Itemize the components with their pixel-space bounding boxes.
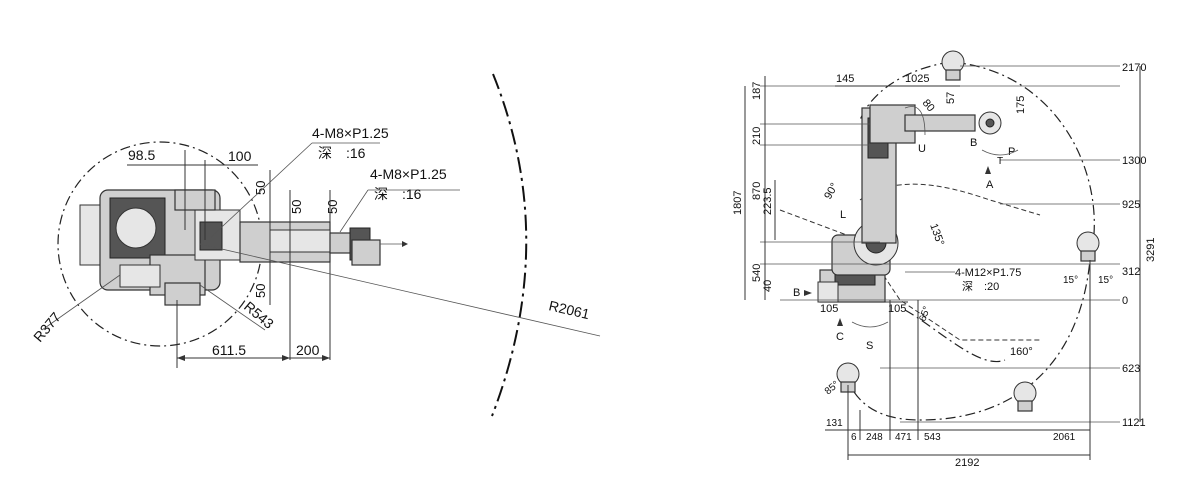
top-view: 98.5 100 50 50 50 50 4-M8×P1.25 深 :16 4-… bbox=[30, 73, 601, 417]
reach-arc-r2061 bbox=[491, 73, 528, 417]
depth-note-1: 深 :16 bbox=[318, 145, 366, 161]
depth-note-2: 深 :16 bbox=[374, 186, 422, 202]
axis-a: A bbox=[986, 179, 994, 191]
angle-135: 135° bbox=[927, 222, 946, 247]
dim-105-right: 105 bbox=[888, 303, 906, 315]
axis-t: T bbox=[997, 156, 1003, 167]
dim-40: 40 bbox=[762, 280, 774, 292]
bottom-471: 471 bbox=[895, 432, 912, 443]
side-reach-envelope bbox=[849, 61, 1095, 421]
dim-100: 100 bbox=[228, 148, 252, 164]
dim-925: 925 bbox=[1122, 199, 1140, 211]
thread-note-1: 4-M8×P1.25 bbox=[312, 125, 389, 141]
dim-611-5: 611.5 bbox=[212, 342, 246, 358]
dim-57: 57 bbox=[945, 92, 957, 104]
dim-145: 145 bbox=[836, 73, 854, 85]
angle-85: 85° bbox=[823, 379, 842, 397]
axis-s: S bbox=[866, 340, 873, 352]
radius-r377: R377 bbox=[30, 309, 64, 345]
bottom-131: 131 bbox=[826, 418, 843, 429]
dim-50-b: 50 bbox=[289, 200, 304, 214]
dim-870: 870 bbox=[751, 182, 763, 200]
bottom-2061: 2061 bbox=[1053, 432, 1076, 443]
dim-223-5: 223.5 bbox=[762, 187, 774, 215]
dim-80: 80 bbox=[920, 97, 937, 114]
dim-540: 540 bbox=[751, 264, 763, 282]
angle-90: 90° bbox=[822, 181, 841, 201]
bottom-543: 543 bbox=[924, 432, 941, 443]
axis-c: C bbox=[836, 331, 844, 343]
robot-body-side bbox=[817, 104, 1002, 303]
thread-note-2: 4-M8×P1.25 bbox=[370, 166, 447, 182]
depth-note-side: 深 :20 bbox=[962, 280, 999, 293]
bottom-248: 248 bbox=[866, 432, 883, 443]
dim-50-a: 50 bbox=[253, 181, 268, 195]
radius-r543: R543 bbox=[241, 298, 277, 332]
dim-312: 312 bbox=[1122, 266, 1140, 278]
dim-200: 200 bbox=[296, 342, 320, 358]
dim-623: 623 bbox=[1122, 363, 1140, 375]
dim-1807: 1807 bbox=[732, 191, 744, 215]
ghost-pose-top bbox=[941, 50, 965, 81]
ghost-pose-bottom bbox=[1013, 381, 1037, 412]
axis-l: L bbox=[840, 209, 846, 221]
dim-1300: 1300 bbox=[1122, 155, 1146, 167]
radius-r2061: R2061 bbox=[547, 297, 591, 322]
angle-65: 65° bbox=[917, 305, 933, 323]
dim-50-c: 50 bbox=[325, 200, 340, 214]
bottom-2192: 2192 bbox=[955, 457, 979, 469]
axis-p: P bbox=[1008, 146, 1015, 158]
dim-1025: 1025 bbox=[905, 73, 929, 85]
angle-15-right: 15° bbox=[1098, 275, 1113, 286]
dim-175: 175 bbox=[1015, 96, 1027, 114]
axis-u: U bbox=[918, 143, 926, 155]
dim-98-5: 98.5 bbox=[128, 147, 155, 163]
angle-160: 160° bbox=[1010, 346, 1033, 358]
angle-15-left: 15° bbox=[1063, 275, 1078, 286]
dim-105-left: 105 bbox=[820, 303, 838, 315]
side-view: 187 210 870 1807 223.5 540 40 145 1025 5… bbox=[732, 50, 1157, 469]
dim-187: 187 bbox=[751, 82, 763, 100]
bottom-6: 6 bbox=[851, 432, 857, 443]
robot-arm-top bbox=[239, 221, 408, 266]
dim-0: 0 bbox=[1122, 295, 1128, 307]
dim-210: 210 bbox=[751, 127, 763, 145]
ghost-pose-right bbox=[1076, 231, 1100, 262]
dim-50-d: 50 bbox=[253, 284, 268, 298]
thread-note-side: 4-M12×P1.75 bbox=[955, 267, 1021, 279]
axis-b: B bbox=[970, 137, 977, 149]
dim-3291: 3291 bbox=[1145, 238, 1157, 262]
dim-1121: 1121 bbox=[1122, 417, 1146, 429]
dim-2170: 2170 bbox=[1122, 62, 1146, 74]
axis-b-arrow: B bbox=[793, 287, 800, 299]
